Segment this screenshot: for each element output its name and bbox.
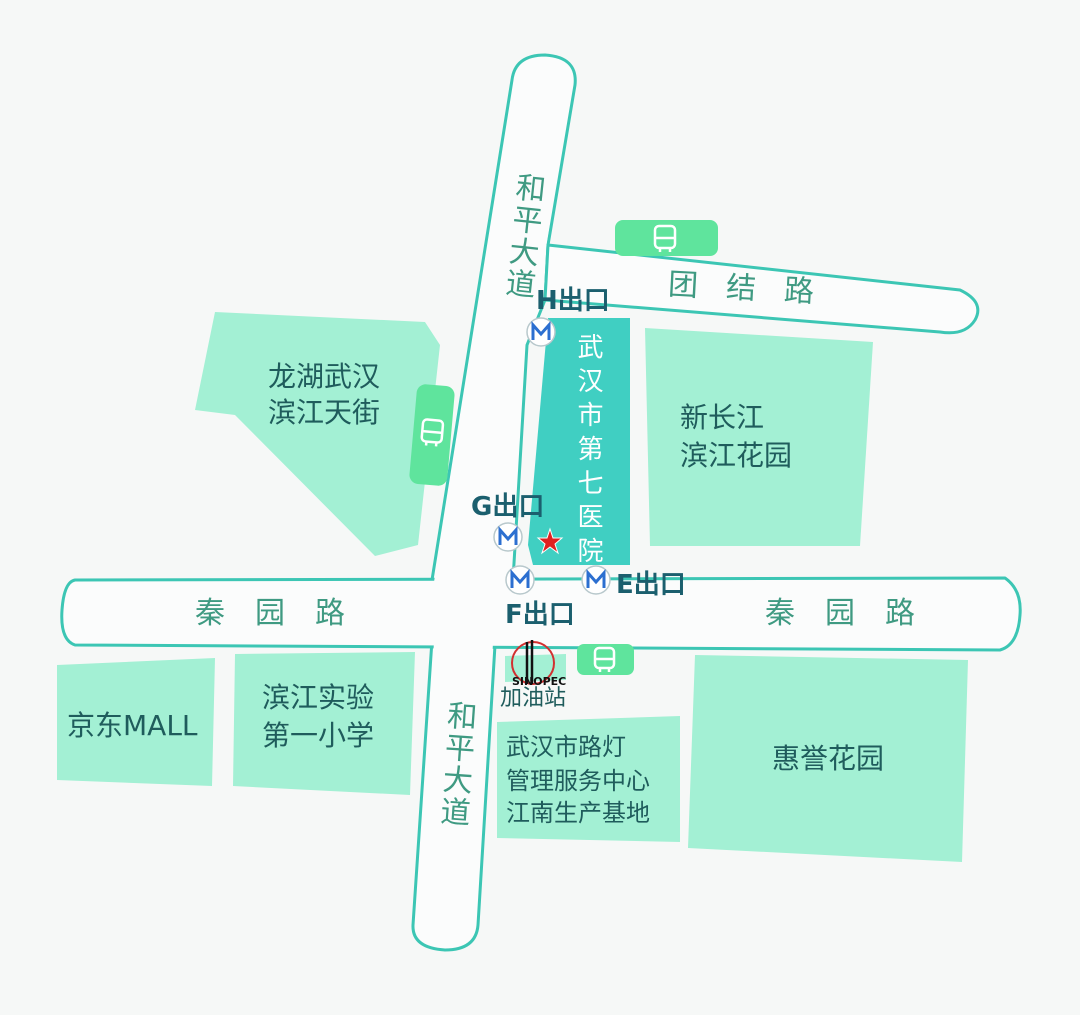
metro-icon[interactable] bbox=[526, 317, 556, 347]
block-binjiang-school bbox=[233, 652, 415, 795]
place-label-huiyu: 惠誉花园 bbox=[772, 742, 884, 775]
block-xinchangjiang bbox=[645, 328, 873, 546]
place-label-longhu-2: 滨江天街 bbox=[268, 396, 380, 429]
metro-icon[interactable] bbox=[493, 522, 523, 552]
sinopec-text: SINOPEC bbox=[512, 675, 566, 688]
exit-label-g: G出口 bbox=[471, 492, 544, 522]
exit-label-e: E出口 bbox=[616, 570, 686, 600]
bus-stop-qinyuan[interactable] bbox=[577, 644, 634, 675]
star-icon bbox=[536, 527, 564, 555]
place-label-gas-station: 加油站 bbox=[500, 686, 566, 711]
exit-label-h: H出口 bbox=[536, 286, 610, 316]
block-hospital bbox=[528, 318, 630, 565]
place-label-streetlight-1: 武汉市路灯 bbox=[506, 733, 626, 761]
bus-stop-heping[interactable] bbox=[409, 384, 456, 487]
sinopec-logo: SINOPEC bbox=[511, 640, 566, 688]
place-label-streetlight-2: 管理服务中心 bbox=[506, 767, 650, 795]
place-label-jd-mall: 京东MALL bbox=[67, 709, 198, 742]
place-label-xinchangjiang-2: 滨江花园 bbox=[680, 439, 792, 472]
road-label-qinyuan-right: 秦园路 bbox=[765, 596, 945, 631]
block-jd-mall bbox=[57, 658, 215, 786]
road-label-qinyuan-left: 秦园路 bbox=[195, 596, 375, 631]
place-label-xinchangjiang-1: 新长江 bbox=[680, 401, 764, 434]
block-streetlight-center bbox=[497, 716, 680, 842]
road-tuanjie-fill bbox=[548, 248, 975, 330]
place-label-school-1: 滨江实验 bbox=[262, 681, 374, 714]
bus-icon bbox=[420, 418, 445, 447]
road-heping-fill bbox=[415, 58, 573, 947]
block-huiyu bbox=[688, 655, 968, 862]
metro-icon[interactable] bbox=[581, 565, 611, 595]
block-longhu bbox=[195, 312, 440, 556]
bus-icon bbox=[593, 646, 616, 672]
road-network bbox=[60, 53, 1022, 952]
exit-label-f: F出口 bbox=[505, 600, 575, 630]
place-label-hospital: 武汉市第七医院 bbox=[573, 333, 603, 571]
place-label-streetlight-3: 江南生产基地 bbox=[506, 799, 650, 827]
road-qinyuan-fill bbox=[64, 581, 1018, 647]
place-label-longhu-1: 龙湖武汉 bbox=[268, 360, 380, 393]
bus-icon bbox=[653, 224, 677, 252]
bus-stop-tuanjie[interactable] bbox=[615, 220, 718, 256]
place-label-school-2: 第一小学 bbox=[262, 719, 374, 752]
metro-icon[interactable] bbox=[505, 565, 535, 595]
